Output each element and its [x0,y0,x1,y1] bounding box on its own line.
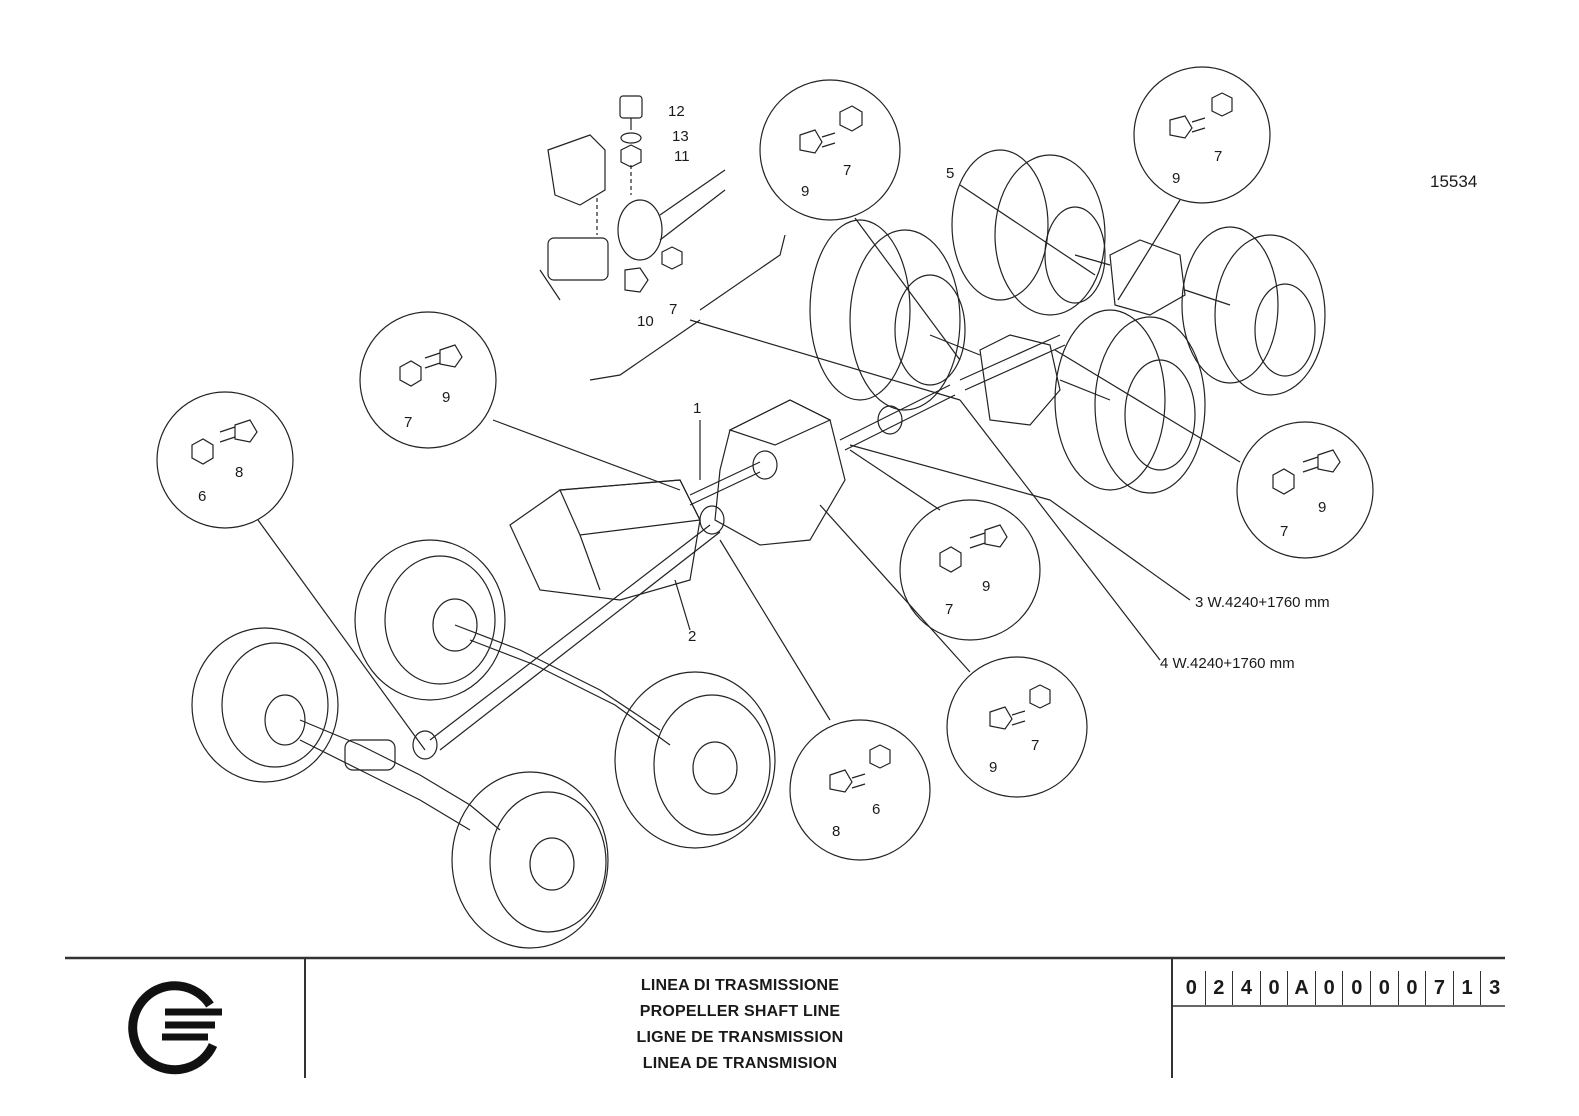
part-ref-5: 5 [946,165,955,182]
figure-number: 15534 [1430,172,1478,191]
note-3-axle: 3 W.4240+1760 mm [1195,594,1330,611]
callout-lower-a: 9 [989,759,998,776]
drawing-code: 0 2 4 0 A 0 0 0 0 7 1 3 [1178,971,1508,1005]
callout-lower-b: 7 [1031,737,1040,754]
part-ref-10: 10 [637,313,654,330]
title-block: LINEA DI TRASMISSIONE PROPELLER SHAFT LI… [0,955,1579,1116]
note-4-axle: 4 W.4240+1760 mm [1160,655,1295,672]
part-ref-1: 1 [693,400,702,417]
code-char: 0 [1261,971,1289,1005]
code-char: 0 [1178,971,1206,1005]
callout-center-a: 7 [945,601,954,618]
front-right-wheels [451,671,776,949]
gearbox [509,479,701,601]
title-french: LIGNE DE TRANSMISSION [636,1029,844,1046]
leader-lines [257,184,1241,751]
code-char: 2 [1206,971,1234,1005]
code-char: A [1288,971,1316,1005]
fastener-icons [191,92,1341,793]
front-left-wheel [191,539,506,783]
company-logo [128,981,222,1075]
callout-top-b: 7 [843,162,852,179]
code-char: 0 [1316,971,1344,1005]
rear-axles [929,239,1231,426]
callout-topright-a: 9 [1172,170,1181,187]
callout-topright-b: 7 [1214,148,1223,165]
code-char: 3 [1489,977,1501,999]
code-char: 1 [1454,971,1482,1005]
code-char: 0 [1399,971,1427,1005]
exploded-detail [539,95,726,301]
part-ref-7: 7 [669,301,678,318]
part-ref-11: 11 [674,148,690,165]
title-italian: LINEA DI TRASMISSIONE [640,977,840,994]
callout-right-b: 9 [1318,499,1327,516]
callout-bottom-a: 8 [832,823,841,840]
callout-farleft-b: 8 [235,464,244,481]
callout-right-a: 7 [1280,523,1289,540]
titleblock-frame [65,956,1505,1078]
part-ref-2: 2 [688,628,697,645]
callout-left-a: 7 [404,414,413,431]
title-spanish: LINEA DE TRANSMISION [642,1055,838,1072]
callout-top-a: 9 [801,183,810,200]
transfer-box [714,399,846,546]
title-english: PROPELLER SHAFT LINE [639,1003,841,1020]
part-ref-13: 13 [672,128,689,145]
callout-left-b: 9 [442,389,451,406]
code-char: 4 [1233,971,1261,1005]
code-char: 7 [1426,971,1454,1005]
callout-circles [156,66,1374,861]
propeller-shafts [412,334,1066,760]
callout-bottom-b: 6 [872,801,881,818]
part-ref-12: 12 [668,103,685,120]
callout-farleft-a: 6 [198,488,207,505]
callout-center-b: 9 [982,578,991,595]
rear-wheels [809,149,1326,494]
code-char: 0 [1343,971,1372,1005]
front-axles [299,624,671,831]
code-char: 0 [1371,971,1399,1005]
